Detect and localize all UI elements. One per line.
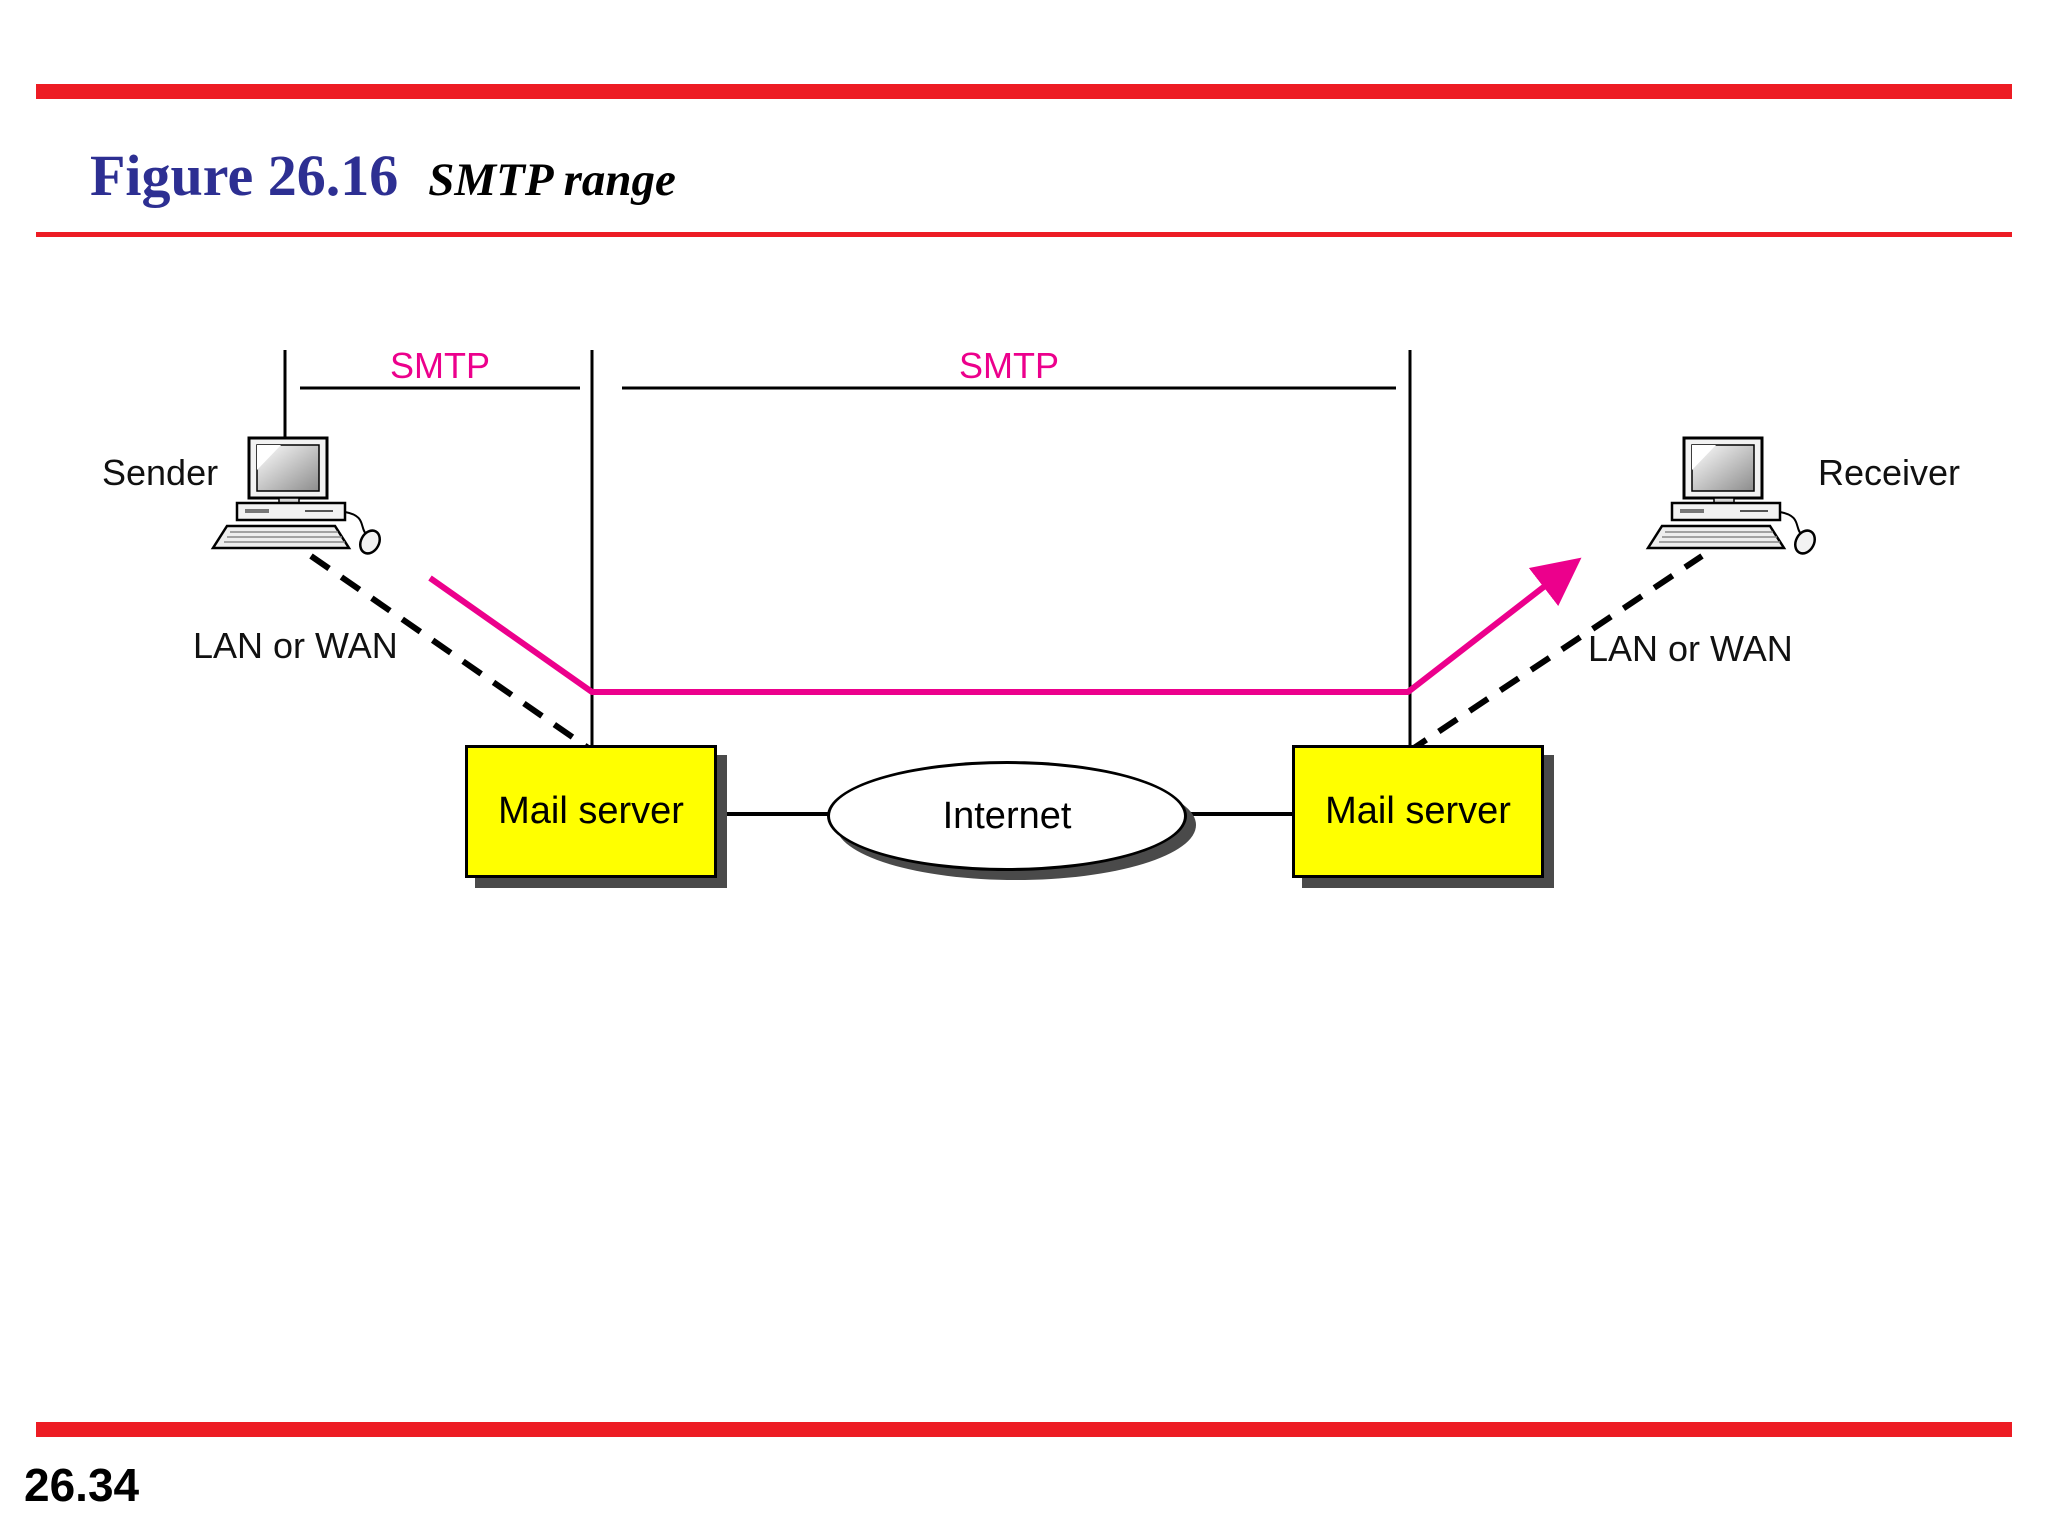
- page-number: 26.34: [24, 1459, 140, 1511]
- top-rule: [36, 84, 2012, 99]
- bottom-rule: [36, 1422, 2012, 1437]
- lan-wan-label-left: LAN or WAN: [193, 625, 398, 666]
- mail-server-right-box: Mail server: [1292, 745, 1544, 878]
- mail-server-left-label: Mail server: [498, 790, 684, 832]
- lan-wan-label-right: LAN or WAN: [1588, 628, 1793, 669]
- figure-heading: Figure 26.16 SMTP range: [90, 142, 676, 209]
- receiver-computer-icon: [1642, 436, 1832, 556]
- figure-title: SMTP range: [428, 154, 676, 206]
- heading-rule: [36, 232, 2012, 237]
- smtp-label-left: SMTP: [389, 345, 491, 386]
- figure-number: Figure 26.16: [90, 143, 399, 208]
- mail-server-right-label: Mail server: [1325, 790, 1511, 832]
- smtp-label-right: SMTP: [958, 345, 1060, 386]
- lan-wan-link-right-dashed: [1406, 553, 1704, 755]
- sender-label: Sender: [102, 452, 219, 493]
- smtp-path-arrow: [428, 557, 1582, 695]
- internet-label: Internet: [942, 794, 1072, 837]
- receiver-label: Receiver: [1818, 452, 1961, 493]
- sender-computer-icon: [207, 436, 397, 556]
- lan-wan-link-left-dashed: [309, 553, 596, 755]
- internet-ellipse: Internet: [827, 761, 1187, 871]
- mail-server-left-box: Mail server: [465, 745, 717, 878]
